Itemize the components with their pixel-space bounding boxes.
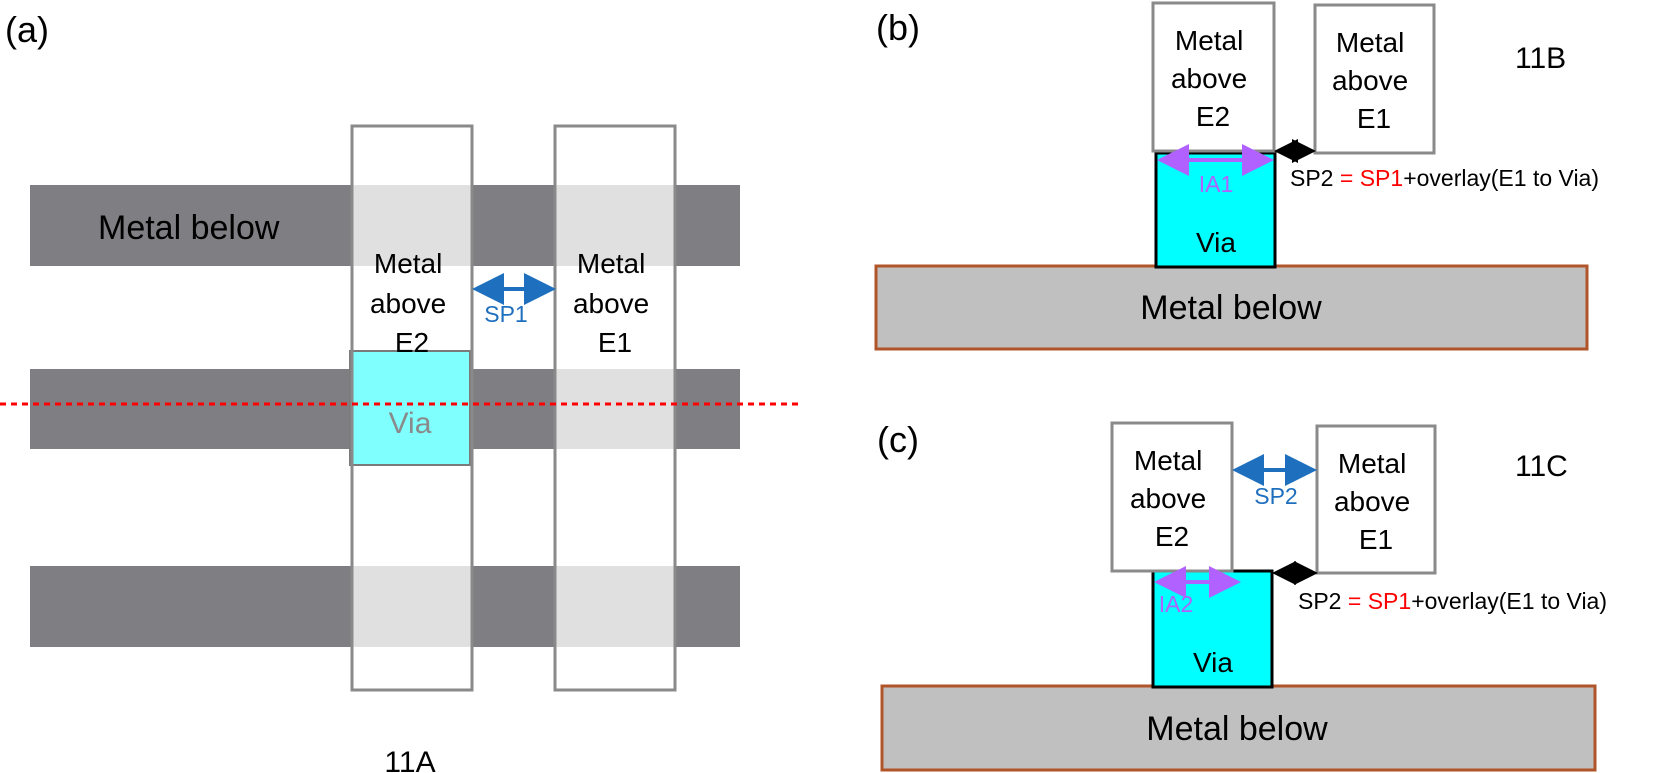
spacing-formula: SP2 = SP1+overlay(E1 to Via) (1298, 588, 1607, 614)
overlap-label: IA1 (1199, 171, 1234, 197)
metal-below-label: Metal below (1146, 710, 1328, 748)
metal-above-e1-label: Metal above E1 (1332, 27, 1416, 134)
metal-above-e1-block (1313, 3, 1436, 155)
overlap-region (352, 185, 472, 266)
metal-above-e1-label: Metal above E1 (573, 248, 657, 358)
overlap-region (555, 185, 675, 266)
metal-below-label: Metal below (98, 209, 280, 247)
spacing-formula: SP2 = SP1+overlay(E1 to Via) (1290, 165, 1599, 191)
panel-b-caption: 11B (1515, 42, 1566, 75)
metal-above-e1-label: Metal above E1 (1334, 448, 1418, 555)
panel-c-caption: 11C (1515, 450, 1568, 483)
metal-above-e1-line (553, 124, 677, 692)
metal-above-e2-label: Metal above E2 (1171, 25, 1255, 132)
metal-below-label: Metal below (1140, 289, 1322, 327)
metal-above-e2-label: Metal above E2 (1130, 445, 1214, 552)
metal-above-e1-block (1315, 424, 1437, 575)
via-square (349, 350, 471, 466)
via-label: Via (1193, 647, 1233, 678)
spacing-label: SP1 (484, 301, 527, 327)
metal-above-e2-block (1110, 421, 1234, 573)
panel-a: (a) Metal below Metal above E2 Metal abo… (0, 9, 800, 773)
spacing-label: SP2 (1254, 483, 1297, 509)
overlap-label: IA2 (1159, 591, 1194, 617)
panel-a-caption: 11A (384, 746, 435, 773)
panel-a-label: (a) (5, 9, 49, 50)
metal-above-e2-line (350, 124, 474, 692)
panel-b: (b) 11B Metal below Metal above E2 Metal… (874, 1, 1599, 351)
via-label: Via (1196, 227, 1236, 258)
overlap-region (555, 566, 675, 647)
metal-above-e2-label: Metal above E2 (370, 248, 454, 358)
panel-c: (c) 11C Metal below Metal above E2 Metal… (877, 419, 1607, 772)
overlap-region (555, 369, 675, 449)
panel-c-label: (c) (877, 419, 919, 460)
via-label: Via (389, 407, 432, 440)
overlap-region (352, 566, 472, 647)
metal-below-block (874, 264, 1589, 351)
panel-b-label: (b) (876, 7, 920, 48)
